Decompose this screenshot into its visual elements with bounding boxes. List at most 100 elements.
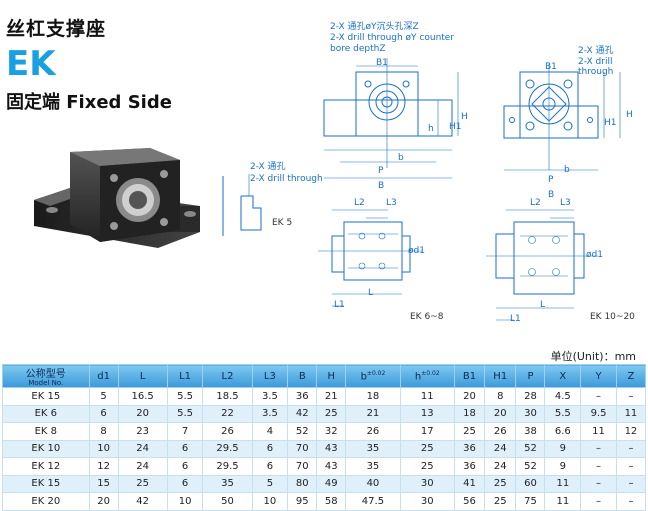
value-cell: 5.5: [166, 404, 204, 423]
model-cell: EK 20: [2, 492, 90, 511]
value-cell: 10: [88, 439, 119, 458]
drill-label-cn-right: 2-X 通孔: [578, 46, 614, 56]
value-cell: 9: [544, 439, 582, 458]
dim-l3-right: L3: [560, 198, 571, 208]
dim-b-right: B: [548, 190, 555, 200]
value-cell: 22: [202, 404, 253, 423]
model-cell: EK 15: [2, 387, 90, 406]
model-cell: EK 8: [2, 422, 90, 441]
value-cell: 20: [88, 492, 119, 511]
column-header-label: X: [559, 370, 567, 382]
column-header: Z: [615, 364, 647, 388]
model-cell: EK 6: [2, 404, 90, 423]
dim-h1-right: H1: [604, 118, 617, 128]
value-cell: 35: [345, 457, 401, 476]
dim-b-front: B: [378, 181, 385, 191]
dim-d1-right: ød1: [586, 250, 603, 260]
column-header: P: [515, 364, 546, 388]
column-header: X: [544, 364, 582, 388]
value-cell: 8: [484, 387, 517, 406]
dim-h-right: H: [626, 110, 633, 120]
value-cell: 32: [316, 422, 347, 441]
value-cell: 56: [453, 492, 486, 511]
caption-ek10-20: EK 10~20: [590, 312, 635, 322]
value-cell: 10: [251, 492, 289, 511]
value-cell: 30: [399, 474, 455, 493]
column-header-label: h: [414, 371, 422, 383]
column-header: B1: [453, 364, 486, 388]
value-cell: 11: [580, 422, 617, 441]
subtitle: 固定端 Fixed Side: [6, 92, 172, 113]
column-header: B: [287, 364, 318, 388]
column-header-label: P: [527, 370, 534, 382]
value-cell: 30: [399, 492, 455, 511]
value-cell: –: [615, 457, 647, 476]
value-cell: –: [615, 492, 647, 511]
value-cell: –: [580, 492, 617, 511]
value-cell: 36: [453, 439, 486, 458]
value-cell: 25: [316, 404, 347, 423]
column-header-label: H: [327, 370, 336, 382]
value-cell: 20: [484, 404, 517, 423]
value-cell: 9.5: [580, 404, 617, 423]
value-cell: 18: [345, 387, 401, 406]
value-cell: –: [580, 474, 617, 493]
value-cell: 30: [515, 404, 546, 423]
column-header: H1: [484, 364, 517, 388]
column-header: b±0.02: [345, 364, 401, 388]
value-cell: 20: [453, 387, 486, 406]
value-cell: 6: [251, 457, 289, 476]
dim-b-small-right: b: [564, 165, 570, 175]
value-cell: 6: [88, 404, 119, 423]
column-header-label: 公称型号: [25, 369, 66, 380]
value-cell: 29.5: [202, 439, 253, 458]
value-cell: 25: [117, 474, 168, 493]
dim-l-left: L: [368, 288, 374, 298]
dim-b1-right: B1: [545, 62, 557, 72]
dim-p-right: P: [548, 175, 554, 185]
column-header-label: L3: [263, 370, 276, 382]
column-header: L: [117, 364, 168, 388]
front-view-ek10-20: [503, 64, 621, 171]
value-cell: 50: [202, 492, 253, 511]
value-cell: 42: [117, 492, 168, 511]
column-header-label: B1: [462, 370, 477, 382]
value-cell: 80: [287, 474, 318, 493]
value-cell: 47.5: [345, 492, 401, 511]
counterbore-label-cn: 2-X 通孔øY沉头孔深Z: [330, 22, 419, 32]
dim-hsmall-front: h: [428, 124, 434, 134]
caption-ek6-8: EK 6~8: [410, 312, 444, 322]
column-header: L1: [166, 364, 204, 388]
value-cell: 43: [316, 457, 347, 476]
dim-p-front: P: [378, 166, 384, 176]
value-cell: 15: [88, 474, 119, 493]
value-cell: 43: [316, 439, 347, 458]
value-cell: 6.6: [544, 422, 582, 441]
value-cell: 5: [251, 474, 289, 493]
value-cell: 26: [202, 422, 253, 441]
value-cell: 17: [399, 422, 455, 441]
value-cell: 24: [484, 457, 517, 476]
value-cell: 25: [399, 439, 455, 458]
model-cell: EK 15: [2, 474, 90, 493]
dim-l-right: L: [540, 300, 546, 310]
value-cell: 28: [515, 387, 546, 406]
column-header-tolerance: ±0.02: [421, 369, 440, 377]
value-cell: 11: [544, 492, 582, 511]
value-cell: 18: [453, 404, 486, 423]
drill-label-en-left: 2-X drill through: [250, 174, 323, 184]
value-cell: 35: [345, 439, 401, 458]
front-view-ek6-8: [323, 58, 459, 179]
ek5-section-drawing: [222, 174, 262, 236]
model-cell: EK 10: [2, 439, 90, 458]
side-view-ek10-20: [486, 209, 598, 321]
dim-d1-left: ød1: [408, 246, 425, 256]
column-header: d1: [88, 364, 119, 388]
